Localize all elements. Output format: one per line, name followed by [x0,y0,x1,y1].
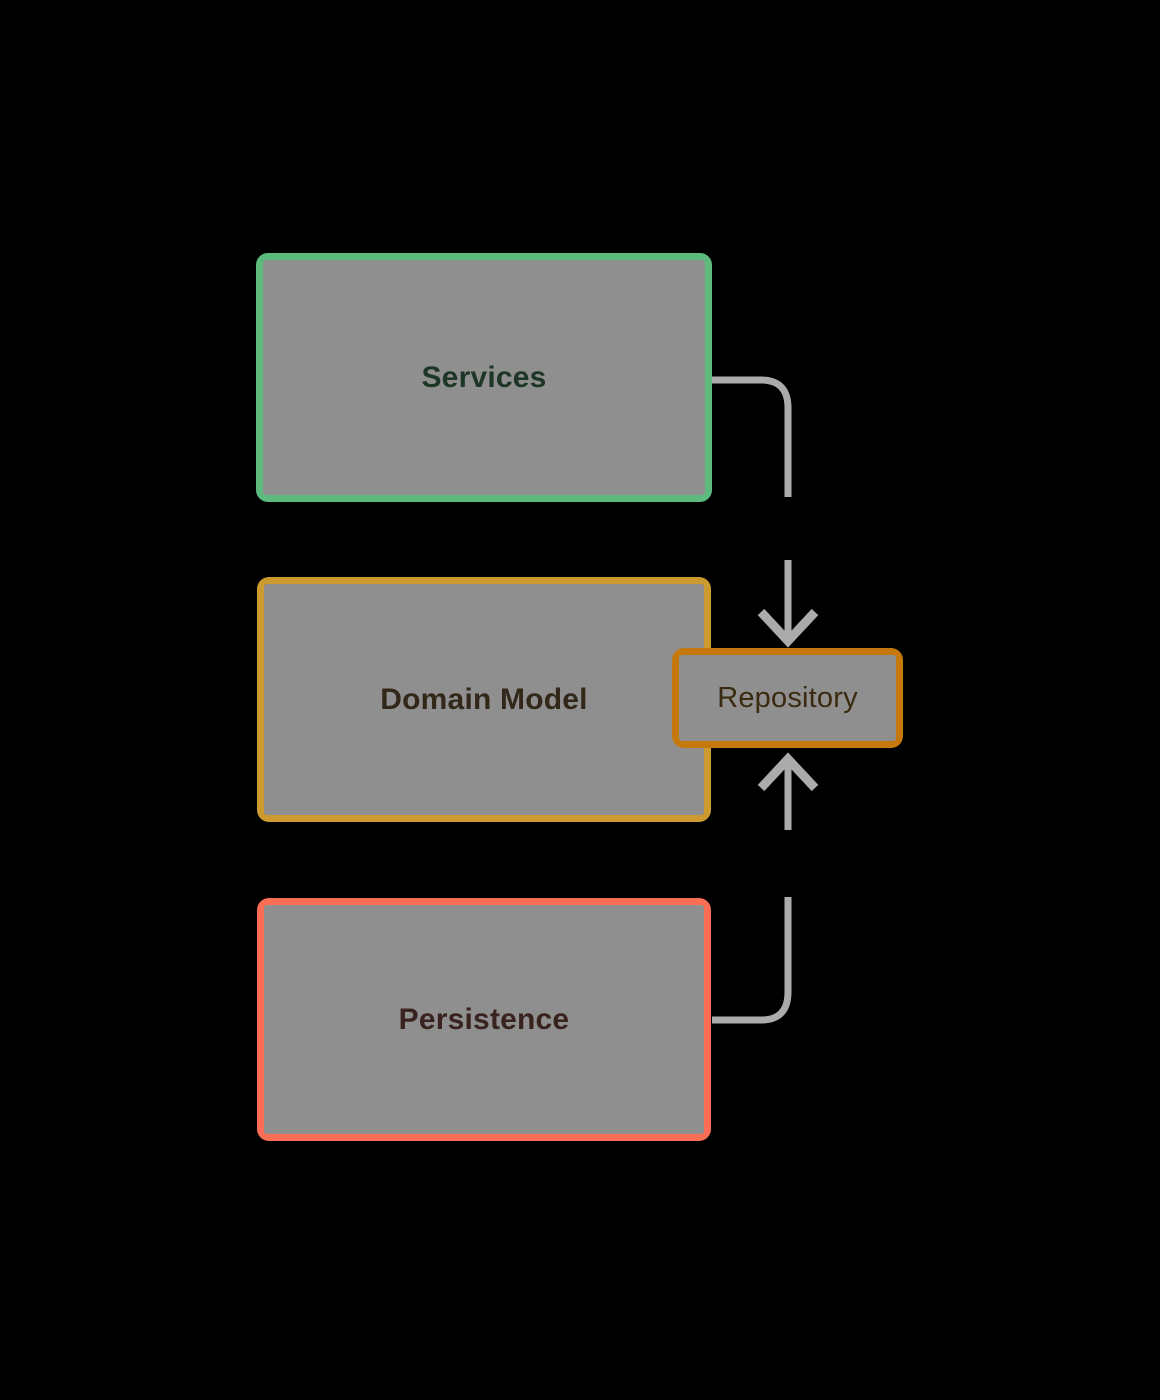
connector-services-to-repository [712,376,819,648]
node-persistence[interactable]: Persistence [257,898,711,1141]
node-services-label: Services [421,360,547,394]
node-domain-model[interactable]: Domain Model [257,577,711,822]
connector-persistence-segment [712,897,792,1024]
node-services[interactable]: Services [256,253,712,502]
node-persistence-label: Persistence [398,1002,570,1036]
connector-services-segment [712,376,792,497]
arrowhead-down-icon [757,608,819,648]
node-domain-model-label: Domain Model [380,682,588,716]
node-repository[interactable]: Repository [672,648,903,748]
connector-persistence-to-repository [712,752,819,1024]
node-repository-label: Repository [717,681,858,714]
